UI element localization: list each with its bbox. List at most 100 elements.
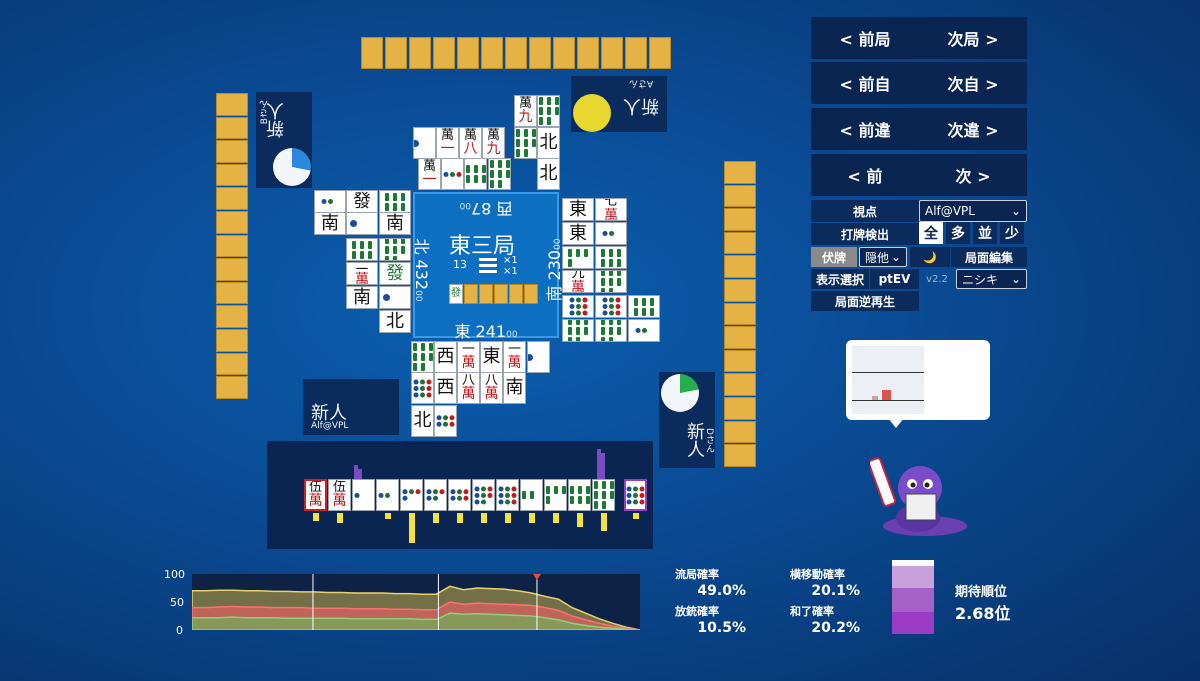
detect-level-group: 全多並少 — [919, 222, 1024, 244]
prev-self-button[interactable]: < 前自 — [839, 75, 891, 94]
moon-icon[interactable]: 🌙 — [910, 247, 950, 267]
detect-level-2[interactable]: 並 — [973, 222, 997, 244]
next-diff-button[interactable]: 次違 > — [947, 121, 999, 140]
wall-tile — [553, 37, 575, 69]
right-wall — [724, 161, 756, 468]
pond-tile — [628, 319, 660, 342]
pond-tile: 北 — [537, 127, 560, 159]
hand-tile[interactable]: 伍萬 — [328, 479, 351, 511]
edit-board-button[interactable]: 局面編集 — [951, 247, 1027, 267]
hand-tile[interactable] — [592, 479, 615, 511]
chart-y-tick-50: 50 — [170, 596, 184, 609]
next-round-button[interactable]: 次局 > — [947, 30, 999, 49]
wall-tile — [724, 349, 756, 373]
pond-tile: 南 — [379, 212, 411, 235]
detect-level-1[interactable]: 多 — [946, 222, 970, 244]
pond-tile: 發 — [346, 190, 378, 213]
ptev-button[interactable]: ptEV — [870, 269, 919, 289]
stick-icons — [479, 258, 497, 273]
wall-tile — [724, 444, 756, 467]
probability-chart — [192, 574, 640, 630]
reverse-replay-button[interactable]: 局面逆再生 — [811, 291, 919, 311]
wall-tile — [216, 163, 248, 187]
pond-tile — [595, 295, 627, 318]
chart-y-tick-100: 100 — [164, 568, 185, 581]
viewpoint-label: 視点 — [811, 200, 919, 222]
left-player-panel: 新人 Bさん — [256, 92, 312, 188]
detect-level-0[interactable]: 全 — [919, 222, 943, 244]
wall-tile — [457, 37, 479, 69]
top-wall — [361, 37, 671, 69]
hand-tile[interactable] — [376, 479, 399, 511]
detect-level-3[interactable]: 少 — [1000, 222, 1024, 244]
prev-round-button[interactable]: < 前局 — [839, 30, 891, 49]
model-select[interactable]: ニシキ⌄ — [956, 269, 1027, 289]
hand-tile[interactable] — [496, 479, 519, 511]
pond-tile — [595, 246, 627, 269]
wall-tile — [724, 326, 756, 349]
pond-tile: 萬一 — [436, 127, 459, 159]
pond-tile — [514, 127, 537, 159]
houju-label: 放銃確率 — [675, 605, 719, 618]
pond-tile — [346, 212, 378, 235]
wall-tile — [724, 161, 756, 184]
pond-tile — [488, 158, 511, 190]
chevron-down-icon: ⌄ — [1010, 204, 1021, 218]
rank-value: 2.68位 — [955, 604, 1011, 623]
prev-diff-button[interactable]: < 前違 — [839, 121, 891, 140]
wall-tile — [216, 258, 248, 281]
north-score: 北 43200 — [411, 208, 435, 332]
hand-tile[interactable] — [448, 479, 471, 511]
pond-tile — [562, 295, 594, 318]
pond-tile — [527, 341, 550, 373]
hidden-value: 隠他 — [865, 250, 890, 265]
diff-nav-row: < 前違 次違 > — [811, 108, 1027, 150]
hidden-toggle-button[interactable]: 伏牌 — [811, 247, 857, 267]
hand-tile[interactable] — [400, 479, 423, 511]
wall-tile — [649, 37, 671, 69]
hand-tile[interactable] — [472, 479, 495, 511]
ev-bar — [354, 465, 358, 479]
dora-area: 發 — [449, 284, 538, 304]
viewpoint-value: Alf@VPL — [925, 204, 975, 218]
wall-tile — [216, 210, 248, 234]
north-wind: 北 — [412, 238, 431, 255]
hand-tile[interactable] — [520, 479, 543, 511]
prev-button[interactable]: < 前 — [847, 167, 883, 186]
pond-tile — [346, 238, 378, 261]
hidden-select[interactable]: 隠他⌄ — [859, 247, 907, 267]
east-points: 241 — [475, 322, 507, 341]
round-name: 東三局 — [449, 234, 516, 259]
pond-tile — [562, 319, 594, 342]
next-self-button[interactable]: 次自 > — [947, 75, 999, 94]
pond-tile: 東 — [480, 341, 503, 373]
hand-tile[interactable] — [568, 479, 591, 511]
hand-tile[interactable] — [424, 479, 447, 511]
yoko-label: 横移動確率 — [790, 568, 845, 581]
agari-label: 和了確率 — [790, 605, 834, 618]
ev-bar — [633, 513, 639, 519]
wall-tile — [724, 302, 756, 326]
wall-tile — [216, 140, 248, 163]
hand-tile[interactable] — [352, 479, 375, 511]
next-button[interactable]: 次 > — [955, 167, 991, 186]
hand-tile[interactable]: 伍萬 — [304, 479, 327, 511]
viewpoint-select[interactable]: Alf@VPL ⌄ — [919, 200, 1027, 222]
wall-tile — [216, 116, 248, 140]
pond-tile: 萬九 — [514, 95, 537, 127]
kyotaku-mult: ×1 — [503, 255, 518, 266]
hand-tile[interactable] — [544, 479, 567, 511]
ev-bar — [313, 513, 319, 521]
honba-count: 13 — [453, 258, 467, 271]
pond-tile — [628, 295, 660, 318]
top-player-panel: 新人 Aさん — [571, 76, 667, 132]
hand-tile[interactable] — [624, 479, 647, 511]
honba-mult: ×1 — [503, 266, 518, 277]
pond-tile — [413, 127, 436, 159]
pond-tile — [314, 190, 346, 213]
wall-tile — [625, 37, 647, 69]
pond-tile — [441, 158, 464, 190]
pond-tile: 一萬 — [457, 341, 480, 373]
display-select-button[interactable]: 表示選択 — [811, 269, 869, 289]
pond-tile: 七萬 — [595, 198, 627, 221]
